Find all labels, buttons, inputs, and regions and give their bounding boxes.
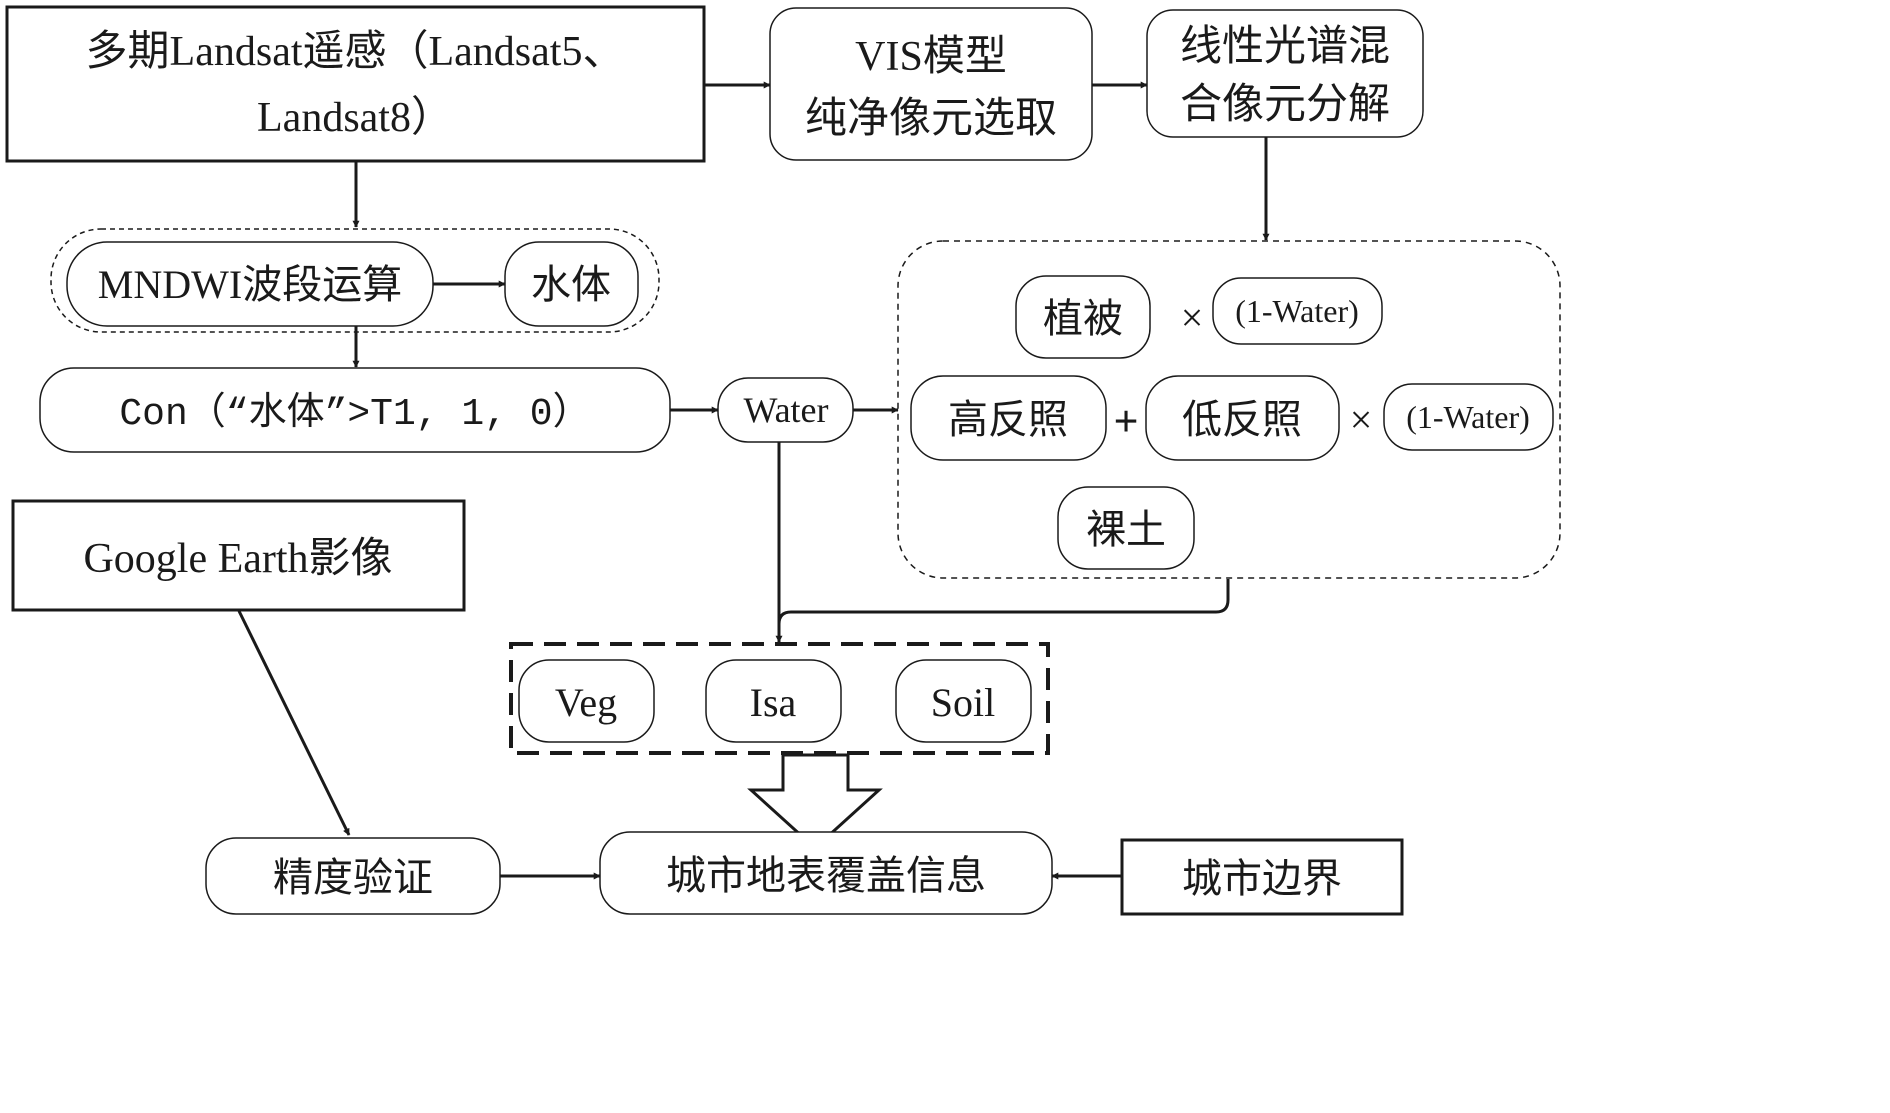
arrow-google-to-accuracy: [237, 610, 351, 836]
water-body-box: 水体: [504, 241, 639, 327]
landsat-line2: Landsat8）: [257, 95, 453, 141]
factor-box-veg: (1-Water): [1212, 277, 1383, 345]
con-label: Con（“水体”>T1, 1, 0）: [119, 391, 590, 436]
mndwi-box: MNDWI波段运算: [66, 241, 434, 327]
lsmm-line1: 线性光谱混: [1180, 24, 1390, 70]
isa-result-box: Isa: [705, 659, 842, 743]
soil-label: Soil: [931, 680, 995, 725]
connector-fractions-to-results: [777, 579, 1230, 625]
vis-line2: 纯净像元选取: [805, 96, 1057, 142]
lsmm-box: 线性光谱混 合像元分解: [1146, 9, 1424, 138]
landsat-source-box: 多期Landsat遥感（Landsat5、 Landsat8）: [5, 5, 706, 163]
landsat-line1: 多期Landsat遥感（Landsat5、: [86, 29, 625, 75]
factor-low-label: (1-Water): [1406, 399, 1530, 435]
isa-label: Isa: [750, 680, 797, 725]
water-body-label: 水体: [531, 262, 611, 307]
urban-boundary-box: 城市边界: [1120, 838, 1404, 916]
google-earth-label: Google Earth影像: [83, 536, 392, 582]
result-fraction-group: [509, 642, 1050, 755]
urban-cover-label: 城市地表覆盖信息: [666, 853, 986, 898]
high-albedo-box: 高反照: [910, 375, 1107, 461]
water-label: Water: [743, 390, 828, 430]
veg-label: Veg: [555, 680, 617, 725]
multiply-sign-1: ×: [1181, 295, 1204, 340]
bare-soil-label: 裸土: [1086, 507, 1166, 552]
lsmm-line2: 合像元分解: [1180, 82, 1390, 128]
factor-veg-label: (1-Water): [1235, 293, 1359, 329]
google-earth-box: Google Earth影像: [11, 499, 466, 612]
vegetation-label: 植被: [1043, 296, 1123, 341]
vis-line1: VIS模型: [855, 34, 1007, 80]
plus-sign: +: [1113, 397, 1138, 446]
water-node: Water: [717, 377, 854, 443]
mndwi-label: MNDWI波段运算: [98, 262, 402, 307]
low-albedo-label: 低反照: [1182, 397, 1302, 442]
urban-cover-box: 城市地表覆盖信息: [599, 831, 1053, 915]
fraction-group: [897, 240, 1561, 579]
vis-model-box: VIS模型 纯净像元选取: [769, 7, 1093, 161]
factor-box-low: (1-Water): [1383, 383, 1554, 451]
hollow-block-arrow: [747, 753, 883, 851]
urban-boundary-label: 城市边界: [1182, 856, 1342, 901]
con-box: Con（“水体”>T1, 1, 0）: [39, 367, 671, 453]
multiply-sign-2: ×: [1350, 397, 1373, 442]
veg-result-box: Veg: [518, 659, 655, 743]
bare-soil-box: 裸土: [1057, 486, 1195, 570]
low-albedo-box: 低反照: [1145, 375, 1340, 461]
accuracy-label: 精度验证: [273, 855, 433, 900]
vegetation-box: 植被: [1015, 275, 1151, 359]
accuracy-check-box: 精度验证: [205, 837, 501, 915]
flowchart: 多期Landsat遥感（Landsat5、 Landsat8） VIS模型 纯净…: [5, 5, 1561, 916]
high-albedo-label: 高反照: [948, 397, 1068, 442]
soil-result-box: Soil: [895, 659, 1032, 743]
